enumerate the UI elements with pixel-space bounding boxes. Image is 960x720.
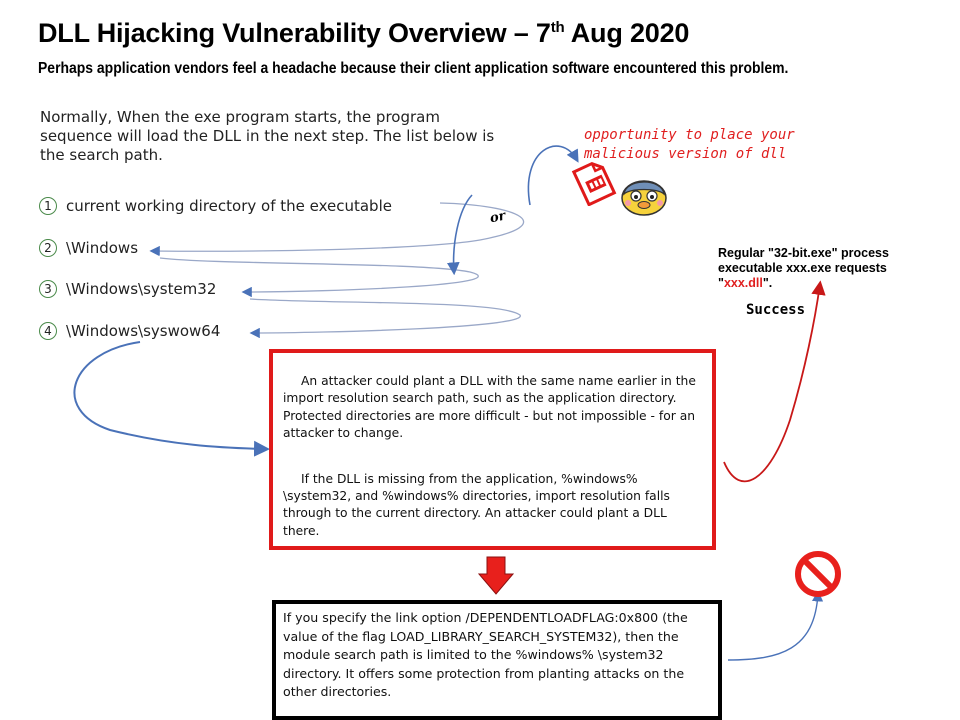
search-step-4: 4 \Windows\syswow64 [39,320,220,342]
down-arrow-icon [478,556,514,595]
step-number: 3 [39,280,57,298]
search-step-2: 2 \Windows [39,237,138,259]
page-subtitle: Perhaps application vendors feel a heada… [38,60,789,77]
search-order-curve [149,202,525,257]
mitigation-box: If you specify the link option /DEPENDEN… [272,600,722,720]
or-label: or [488,208,507,227]
step-text: \Windows\syswow64 [66,322,221,340]
opportunity-annotation: opportunity to place your malicious vers… [584,127,795,162]
search-step-1: 1 current working directory of the execu… [39,195,392,217]
page-title: DLL Hijacking Vulnerability Overview – 7… [38,18,690,48]
mascot-icon [621,180,667,216]
no-entry-icon [795,551,841,597]
regular-process-note: Regular "32-bit.exe" process executable … [718,246,889,290]
attack-explanation-box: An attacker could plant a DLL with the s… [269,349,716,550]
search-order-curve [159,257,479,298]
attack-paragraph-1: An attacker could plant a DLL with the s… [283,374,696,441]
search-order-curve [249,298,521,339]
step-number: 2 [39,239,57,257]
step-text: current working directory of the executa… [66,197,392,215]
injection-arrow [446,194,473,276]
step-text: \Windows\system32 [66,280,217,298]
opportunity-arrow [527,145,579,206]
attack-paragraph-2: If the DLL is missing from the applicati… [283,471,670,538]
step-text: \Windows [66,239,139,257]
malicious-dll-icon [571,161,617,206]
step-number: 4 [39,322,57,340]
search-step-3: 3 \Windows\system32 [39,278,216,300]
success-arrow [723,280,826,483]
success-label: Success [746,302,806,318]
to-attack-box-arrow [73,341,270,457]
intro-text: Normally, When the exe program starts, t… [40,108,495,164]
step-number: 1 [39,197,57,215]
blocked-arrow [727,590,824,661]
